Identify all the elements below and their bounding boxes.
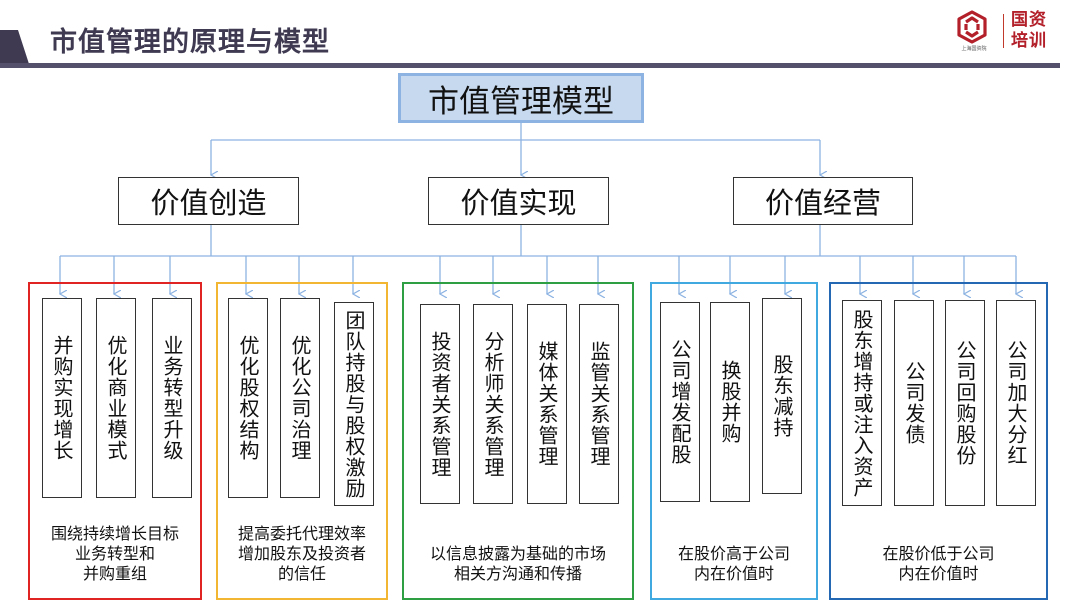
item-label: 优化股权结构 [236,335,260,461]
item-label: 公司增发配股 [668,339,692,465]
group-2: 优化股权结构 优化公司治理 团队持股与股权激励 提高委托代理效率 增加股东及投资… [216,282,388,600]
item-label: 团队持股与股权激励 [342,309,366,499]
group-1: 并购实现增长 优化商业模式 业务转型升级 围绕持续增长目标 业务转型和 并购重组 [28,282,202,600]
item-box: 业务转型升级 [152,298,192,498]
group-caption: 提高委托代理效率 增加股东及投资者 的信任 [237,524,366,583]
item-label: 换股并购 [718,360,742,444]
item-label: 投资者关系管理 [428,330,452,478]
item-box: 公司发债 [894,300,934,506]
branch-value-operation: 价值经营 [733,177,913,225]
logo-mark-icon [957,10,987,44]
item-label: 优化公司治理 [288,335,312,461]
item-box: 投资者关系管理 [420,304,460,504]
item-box: 公司回购股份 [945,300,985,506]
item-box: 监管关系管理 [579,304,619,504]
group-5: 股东增持或注入资产 公司发债 公司回购股份 公司加大分红 在股价低于公司 内在价… [829,282,1048,600]
branch-value-creation: 价值创造 [118,177,299,225]
item-box: 公司增发配股 [660,302,700,502]
logo-subtitle: 上海国资院 [961,46,987,52]
item-box: 媒体关系管理 [527,304,567,504]
logo: 上海国资院 国资培训 [955,10,1060,54]
page-title: 市值管理的原理与模型 [50,27,330,58]
item-box: 并购实现增长 [42,298,82,498]
item-box: 股东减持 [762,298,802,494]
item-label: 媒体关系管理 [535,341,559,467]
group-caption: 在股价低于公司 内在价值时 [882,544,995,583]
item-box: 公司加大分红 [996,300,1036,506]
item-label: 公司回购股份 [953,340,977,466]
group-3: 投资者关系管理 分析师关系管理 媒体关系管理 监管关系管理 以信息披露为基础的市… [402,282,634,600]
item-box: 分析师关系管理 [473,304,513,504]
item-label: 优化商业模式 [104,335,128,461]
logo-text-line: 培训 [1011,31,1047,51]
logo-text-line: 国资 [1011,10,1047,30]
item-label: 分析师关系管理 [481,330,505,478]
item-label: 公司发债 [902,361,926,445]
item-label: 业务转型升级 [160,335,184,461]
item-label: 并购实现增长 [50,335,74,461]
logo-separator [1003,14,1004,48]
item-box: 换股并购 [710,302,750,502]
item-label: 股东增持或注入资产 [850,308,874,498]
branch-value-realization: 价值实现 [428,177,609,225]
group-caption: 围绕持续增长目标 业务转型和 并购重组 [50,524,179,583]
item-box: 优化商业模式 [96,298,136,498]
header-divider [0,63,1060,68]
group-4: 公司增发配股 换股并购 股东减持 在股价高于公司 内在价值时 [650,282,818,600]
group-caption: 在股价高于公司 内在价值时 [677,544,790,583]
branch-label: 价值实现 [460,186,577,220]
item-label: 监管关系管理 [587,341,611,467]
item-box: 团队持股与股权激励 [334,302,374,506]
item-label: 公司加大分红 [1004,340,1028,466]
root-node-label: 市值管理模型 [428,83,614,120]
item-box: 优化公司治理 [280,298,320,498]
branch-label: 价值经营 [764,186,881,220]
item-label: 股东减持 [770,354,794,438]
root-node: 市值管理模型 [398,73,644,123]
item-box: 优化股权结构 [228,298,268,498]
group-caption: 以信息披露为基础的市场 相关方沟通和传播 [429,544,606,583]
item-box: 股东增持或注入资产 [842,300,882,506]
branch-label: 价值创造 [150,186,267,220]
logo-text: 国资培训 [1011,10,1055,52]
